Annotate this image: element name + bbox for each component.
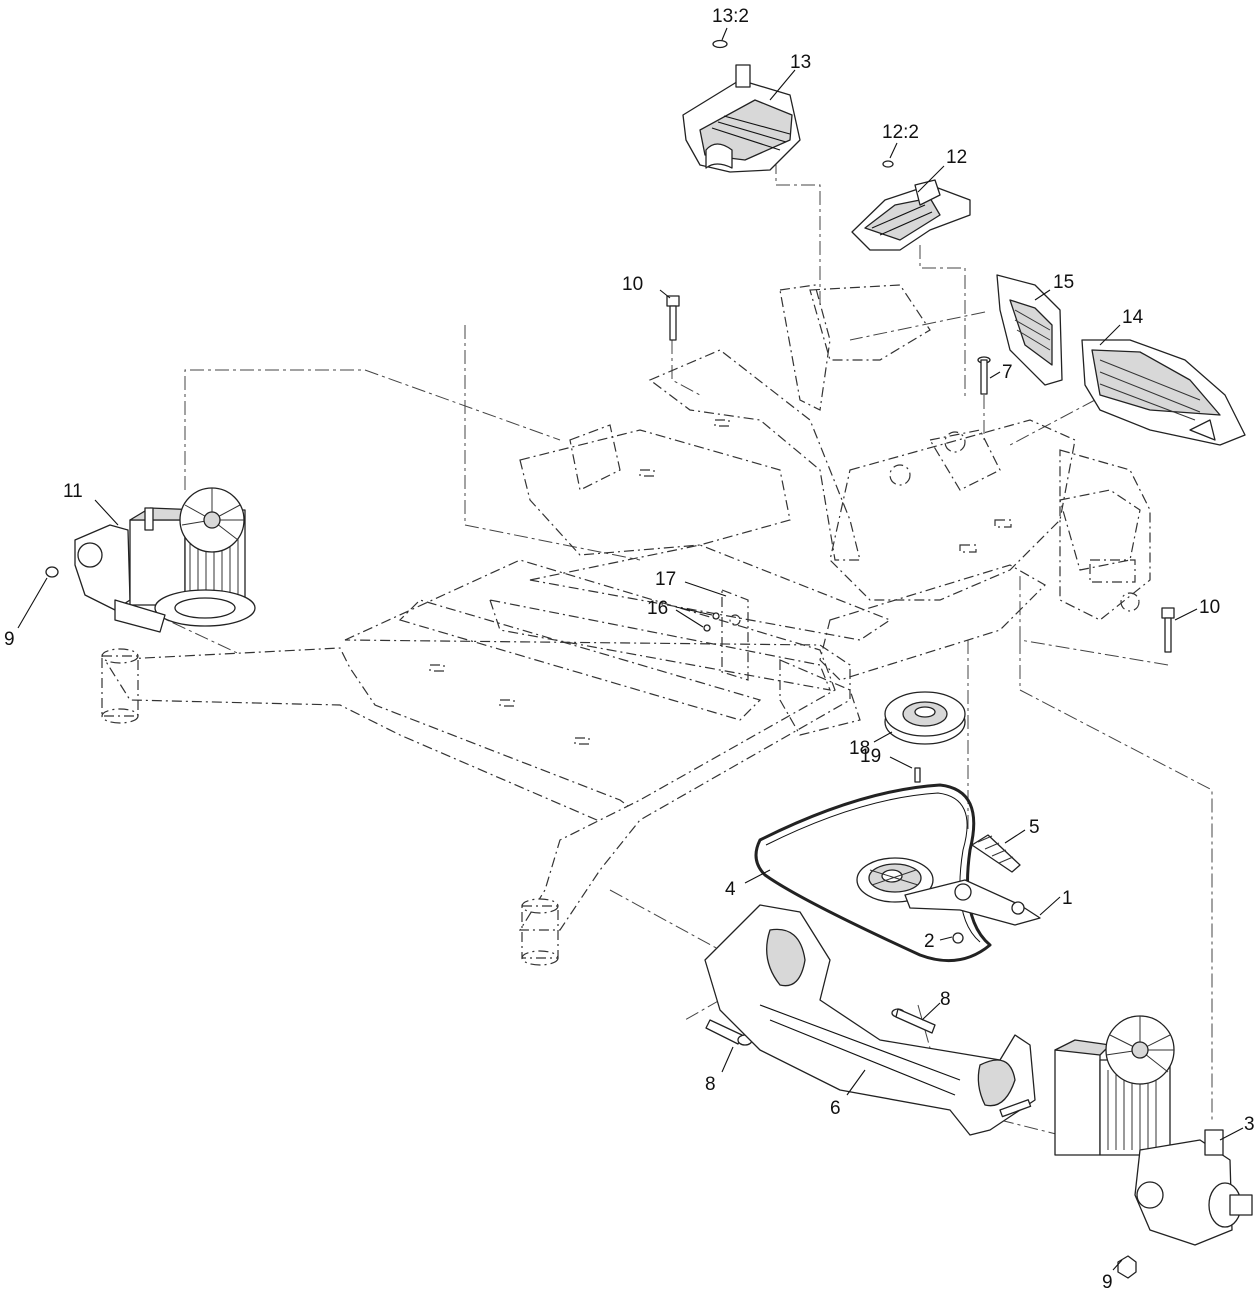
leader-lines xyxy=(17,27,1244,1271)
callout-4: 4 xyxy=(725,879,736,900)
callout-13: 13 xyxy=(790,52,811,73)
part-11-left-transaxle xyxy=(45,487,256,633)
callout-2: 2 xyxy=(924,931,935,952)
callout-12: 12 xyxy=(946,147,967,168)
callout-17: 17 xyxy=(655,569,676,590)
part-14-vent-panel xyxy=(1081,339,1246,446)
fan-left xyxy=(179,487,245,553)
callout-12-2: 12:2 xyxy=(882,122,919,143)
callout-3: 3 xyxy=(1244,1114,1255,1135)
callout-19: 19 xyxy=(860,746,881,767)
callout-9-bottom: 9 xyxy=(1102,1272,1113,1293)
main-frame xyxy=(101,284,1151,966)
callout-7: 7 xyxy=(1002,362,1013,383)
callout-16: 16 xyxy=(647,598,668,619)
callout-18: 18 xyxy=(849,738,870,759)
callout-11: 11 xyxy=(63,481,83,502)
part-15-vent-panel xyxy=(996,274,1063,386)
frame-holes xyxy=(429,419,1012,745)
bolt-10-top xyxy=(666,295,680,341)
fan-right xyxy=(1105,1015,1175,1085)
callout-1: 1 xyxy=(1062,888,1073,909)
washer-16 xyxy=(703,612,720,632)
callout-8-left: 8 xyxy=(705,1074,716,1095)
callout-14: 14 xyxy=(1122,307,1144,328)
callout-10-top: 10 xyxy=(622,274,643,295)
callout-labels: 13:2 13 12:2 12 15 14 10 7 11 9 17 16 10… xyxy=(4,6,1255,1293)
part-12-shield xyxy=(851,160,971,251)
part-13-shield xyxy=(682,39,801,173)
part-1-idler-arm xyxy=(856,857,1041,926)
assembly-lines xyxy=(149,160,1213,1136)
part-6-mount-bracket xyxy=(704,904,1036,1136)
callout-6: 6 xyxy=(830,1098,841,1119)
part-3-right-transaxle xyxy=(1054,1015,1253,1279)
callout-15: 15 xyxy=(1053,272,1074,293)
part-18-pulley xyxy=(884,691,966,783)
callout-8-mid: 8 xyxy=(940,989,951,1010)
callout-5: 5 xyxy=(1029,817,1040,838)
bolt-10-right xyxy=(1161,607,1175,653)
part-5-spring xyxy=(971,834,1021,873)
callout-9-left: 9 xyxy=(4,629,15,650)
callout-13-2: 13:2 xyxy=(712,6,749,27)
bolt-8-left xyxy=(705,1019,753,1046)
part-2-nut xyxy=(952,932,964,944)
bolt-8-mid xyxy=(891,1008,936,1034)
callout-10-right: 10 xyxy=(1199,597,1220,618)
bolt-7 xyxy=(977,356,991,395)
